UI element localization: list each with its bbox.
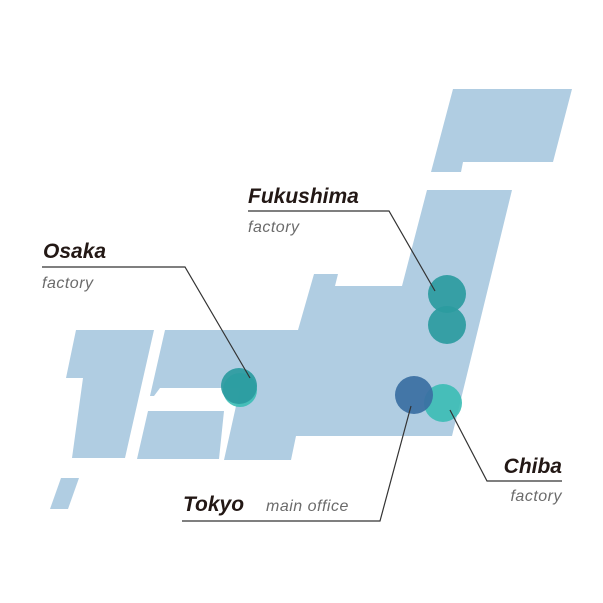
land-group	[50, 89, 572, 509]
fukushima-label: Fukushima	[248, 185, 359, 208]
tokyo-label: Tokyo	[183, 493, 244, 516]
land-kyushu	[66, 330, 154, 458]
labels: Fukushima factory Osaka factory Tokyo ma…	[42, 185, 563, 516]
osaka-type: factory	[42, 275, 94, 292]
tokyo-marker[interactable]	[395, 376, 433, 414]
tokyo-type: main office	[266, 498, 349, 515]
chiba-marker[interactable]	[424, 384, 462, 422]
osaka-marker[interactable]	[221, 368, 257, 404]
osaka-label: Osaka	[43, 240, 106, 263]
chiba-type: factory	[510, 488, 562, 505]
tokyo-leader	[182, 405, 412, 522]
markers-group	[221, 275, 466, 422]
fukushima-leader	[248, 210, 436, 292]
osaka-leader	[42, 266, 251, 379]
chiba-leader	[449, 409, 562, 482]
fukushima-marker-lower[interactable]	[428, 306, 466, 344]
land-shikoku	[137, 411, 224, 459]
land-south-island	[50, 478, 79, 509]
leader-lines	[42, 210, 562, 522]
fukushima-type: factory	[248, 219, 300, 236]
land-hokkaido	[431, 89, 572, 172]
fukushima-marker-upper[interactable]	[428, 275, 466, 313]
chiba-label: Chiba	[504, 455, 563, 478]
